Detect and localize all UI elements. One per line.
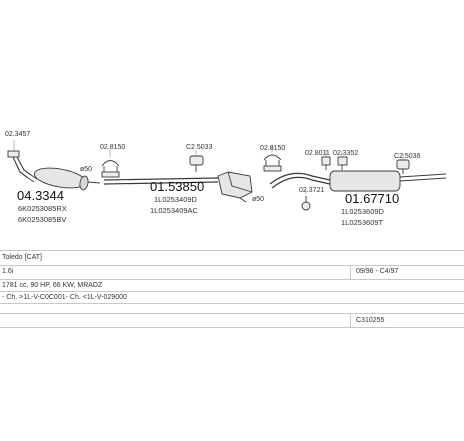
vehicle-label: Toledo [CAT] bbox=[2, 254, 42, 261]
column-divider bbox=[350, 314, 351, 328]
part-number: 04.3344 bbox=[17, 188, 64, 203]
rear-silencer-part[interactable] bbox=[269, 170, 447, 192]
part-reference: 1L0253609D bbox=[341, 207, 384, 216]
engine-label: 1.6i bbox=[2, 268, 14, 275]
clamp-part-right[interactable] bbox=[263, 154, 282, 172]
info-row-chassis: - Ch. >1L-V-C0C001- Ch. <1L-V-029000 bbox=[0, 292, 464, 304]
diameter-label: ø50 bbox=[80, 166, 93, 173]
chassis-label: - Ch. >1L-V-C0C001- Ch. <1L-V-029000 bbox=[2, 294, 127, 301]
part-reference: 6K0253085RX bbox=[18, 204, 67, 213]
column-divider bbox=[350, 265, 351, 280]
part-reference: 1L0253409AC bbox=[150, 206, 198, 215]
part-label-small: 02.3352 bbox=[333, 150, 359, 157]
part-reference: 6K0253085BV bbox=[18, 215, 67, 224]
part-reference: 1L0253609T bbox=[341, 218, 384, 227]
info-row-code: C310255 bbox=[0, 314, 464, 328]
info-row-spec: 1781 cc, 90 HP, 66 KW, MRADZ bbox=[0, 280, 464, 292]
hanger-part-pair[interactable] bbox=[321, 156, 348, 170]
part-number: 01.53850 bbox=[150, 179, 205, 194]
part-reference: 1L0253409D bbox=[154, 195, 197, 204]
part-label-small: 02.8150 bbox=[260, 145, 286, 152]
hanger-part-rear[interactable] bbox=[396, 159, 410, 174]
code-label: C310255 bbox=[356, 317, 385, 324]
part-label-small: C2.5033 bbox=[186, 144, 213, 151]
middle-silencer-part[interactable] bbox=[103, 171, 253, 203]
period-label: 09/96 - C4/97 bbox=[356, 268, 399, 275]
exhaust-diagram bbox=[7, 140, 447, 211]
part-label-small: 02.3457 bbox=[5, 131, 31, 138]
part-number: 01.67710 bbox=[345, 191, 400, 206]
hanger-part-center[interactable] bbox=[189, 155, 204, 172]
part-label-small: 02.3721 bbox=[299, 187, 325, 194]
info-row-engine: 1.6i 09/96 - C4/97 bbox=[0, 265, 464, 280]
part-label-small: 02.8011 bbox=[305, 150, 330, 157]
spec-label: 1781 cc, 90 HP, 66 KW, MRADZ bbox=[2, 282, 103, 289]
hanger-part-small[interactable] bbox=[301, 196, 311, 211]
front-pipe-part[interactable] bbox=[7, 150, 101, 191]
info-row-vehicle: Toledo [CAT] bbox=[0, 250, 464, 266]
diameter-label: ø50 bbox=[252, 196, 265, 203]
part-label-small: 02.8150 bbox=[100, 144, 126, 151]
part-label-small: C2.5036 bbox=[394, 153, 421, 160]
info-row-blank bbox=[0, 304, 464, 314]
clamp-part-left[interactable] bbox=[101, 160, 120, 178]
